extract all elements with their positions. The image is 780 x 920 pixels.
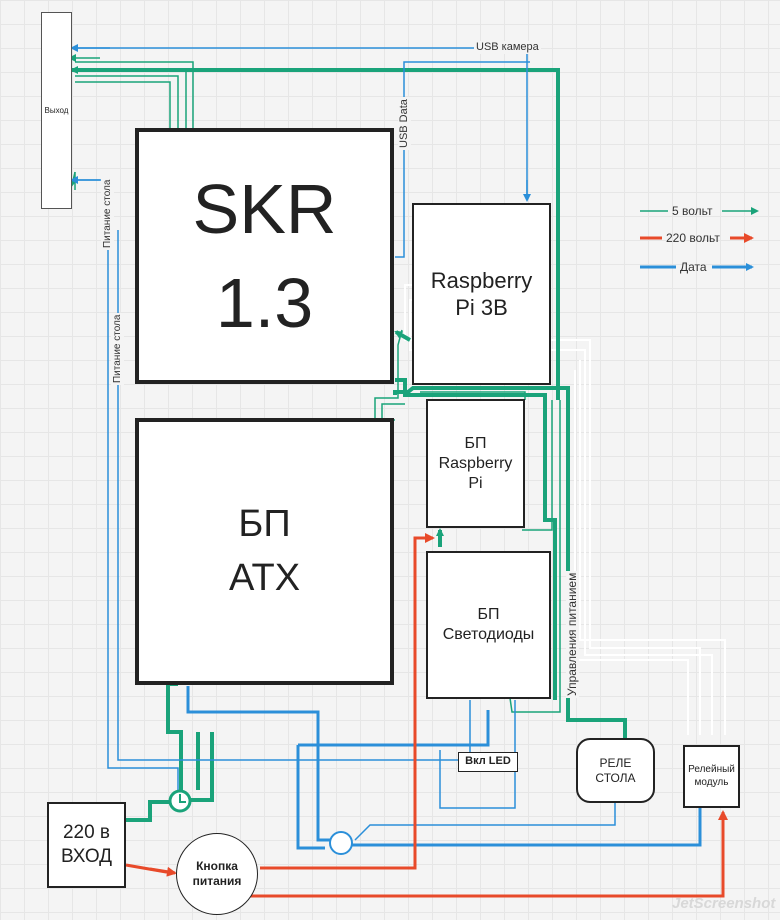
psu-atx: БП ATX	[135, 418, 394, 685]
led-switch-label: Вкл LED	[458, 752, 518, 772]
control-wires	[404, 284, 726, 735]
mains-input: 220 в ВХОД	[47, 802, 126, 888]
psu-leds: БП Светодиоды	[426, 551, 551, 699]
usb-data-label: USB Data	[398, 97, 411, 150]
thick-5v-wires	[72, 68, 627, 822]
power-button: Кнопка питания	[176, 833, 258, 915]
raspberry-pi-board: Raspberry Pi 3B	[412, 203, 551, 385]
legend-arrows	[640, 207, 759, 271]
table-power-label-2: Питание стола	[111, 312, 124, 385]
legend-5v: 5 вольт	[672, 204, 713, 218]
psu-raspberry-pi: БП Raspberry Pi	[426, 399, 525, 528]
relay-module: Релейный модуль	[683, 745, 740, 808]
thick-5v-arrows	[70, 66, 444, 547]
legend-220v: 220 вольт	[666, 231, 720, 245]
watermark: JetScreenshot	[672, 895, 776, 912]
usb-camera-label: USB камера	[474, 41, 541, 54]
legend-data: Дата	[680, 260, 707, 274]
table-relay: РЕЛЕ СТОЛА	[576, 738, 655, 803]
power-control-label: Управления питанием	[565, 570, 579, 698]
output-block: Выход	[41, 12, 72, 209]
thick-data-wires	[186, 686, 702, 850]
data-arrows	[70, 44, 531, 202]
ground-symbol-icon	[168, 789, 192, 813]
thin-5v-arrows	[68, 54, 100, 187]
table-power-label-1: Питание стола	[101, 177, 114, 250]
skr-board: SKR 1.3	[135, 128, 394, 384]
data-junction	[329, 831, 353, 855]
mains-arrows	[149, 533, 728, 877]
